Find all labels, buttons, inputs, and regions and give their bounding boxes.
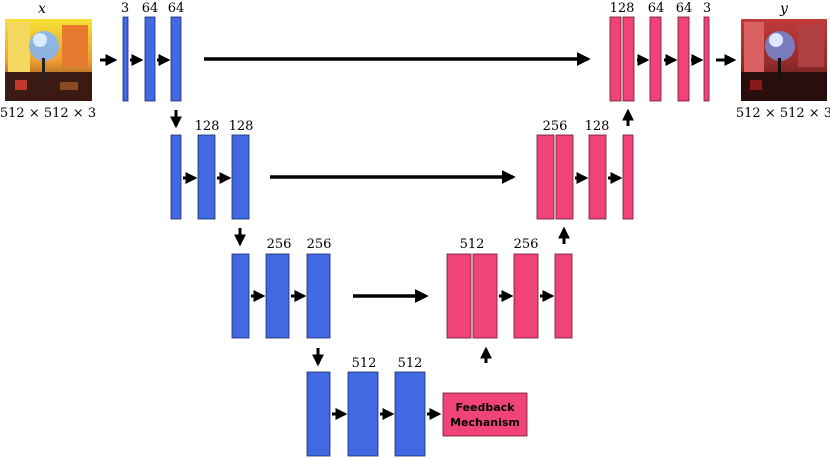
input-symbol: x xyxy=(38,1,46,17)
dec1-block-4 xyxy=(703,16,710,102)
enc3-block-2 xyxy=(265,253,290,339)
dec3-block-3 xyxy=(554,253,573,339)
feedback-label-line2: Mechanism xyxy=(450,416,520,429)
enc1-label-1: 3 xyxy=(121,1,129,16)
dec1-label-3: 64 xyxy=(676,1,693,16)
input-image xyxy=(5,19,92,101)
output-symbol: y xyxy=(779,1,789,17)
enc3-label-1: 256 xyxy=(267,237,292,252)
enc3-block-3 xyxy=(306,253,331,339)
dec1-label-4: 3 xyxy=(703,1,711,16)
enc2-label-1: 128 xyxy=(195,119,220,134)
enc4-block-2 xyxy=(347,371,379,457)
dec3-block-up xyxy=(472,253,498,339)
dec1-block-up xyxy=(622,16,635,102)
enc4-label-2: 512 xyxy=(398,356,423,371)
dec3-label-1: 512 xyxy=(460,237,485,252)
dec2-block-3 xyxy=(622,134,634,220)
output-dims: 512 × 512 × 3 xyxy=(736,106,830,121)
dec2-block-skip xyxy=(536,134,555,220)
dec2-label-1: 256 xyxy=(543,119,568,134)
feedback-mechanism-box xyxy=(442,392,528,437)
enc2-block-1 xyxy=(170,134,182,220)
enc4-label-1: 512 xyxy=(352,356,377,371)
dec1-block-2 xyxy=(649,16,662,102)
dec3-block-2 xyxy=(513,253,539,339)
enc1-block-3 xyxy=(170,16,182,102)
enc2-block-2 xyxy=(197,134,216,220)
enc1-label-2: 64 xyxy=(142,1,159,16)
dec1-block-3 xyxy=(677,16,690,102)
dec1-label-1: 128 xyxy=(610,1,635,16)
enc1-block-1 xyxy=(122,16,129,102)
dec2-label-2: 128 xyxy=(585,119,610,134)
dec3-label-2: 256 xyxy=(514,237,539,252)
enc1-label-3: 64 xyxy=(168,1,185,16)
enc2-block-3 xyxy=(231,134,250,220)
input-dims: 512 × 512 × 3 xyxy=(0,106,96,121)
enc3-label-2: 256 xyxy=(307,237,332,252)
dec1-block-skip xyxy=(609,16,622,102)
dec1-label-2: 64 xyxy=(648,1,665,16)
enc3-block-1 xyxy=(231,253,250,339)
enc4-block-1 xyxy=(306,371,331,457)
dec2-block-up xyxy=(555,134,574,220)
feedback-label-line1: Feedback xyxy=(456,401,516,414)
enc4-block-3 xyxy=(394,371,426,457)
enc2-label-2: 128 xyxy=(229,119,254,134)
dec2-block-2 xyxy=(588,134,607,220)
enc1-block-2 xyxy=(144,16,156,102)
output-image xyxy=(741,19,827,101)
dec3-block-skip xyxy=(446,253,472,339)
